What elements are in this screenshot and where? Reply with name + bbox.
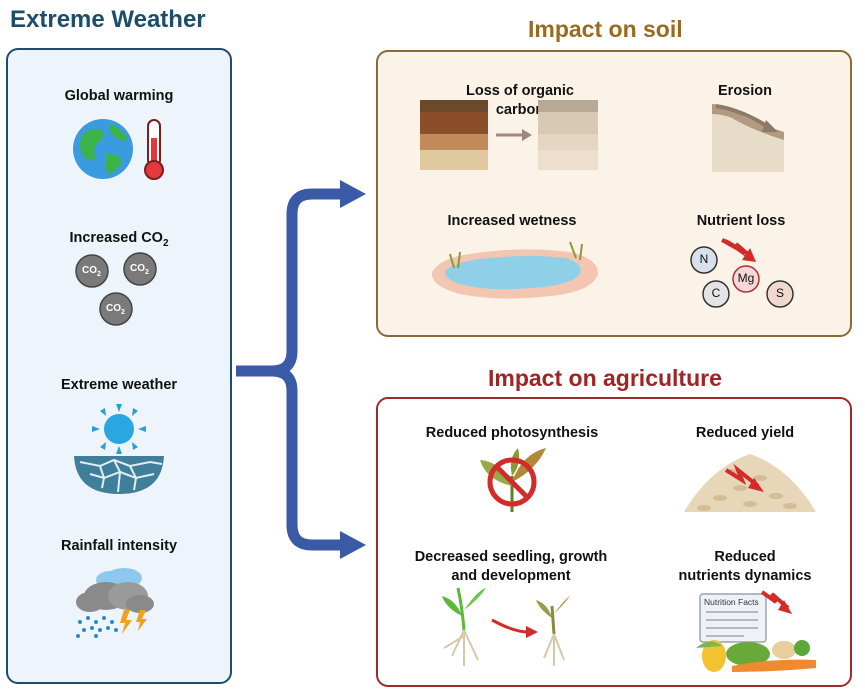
wet-soil-pond-icon bbox=[431, 241, 598, 299]
grain-pile-icon bbox=[684, 454, 816, 512]
soil-panel-title: Impact on soil bbox=[528, 16, 683, 42]
co2-molecules-icon bbox=[75, 252, 157, 326]
nutrient-mg: Mg bbox=[737, 271, 755, 285]
nutrient-c: C bbox=[711, 286, 721, 300]
rainfall-intensity-label: Rainfall intensity bbox=[60, 538, 178, 554]
globe-thermometer-icon bbox=[73, 119, 164, 180]
sun-cracked-earth-icon bbox=[74, 404, 164, 494]
seedling-icon bbox=[442, 587, 570, 666]
reduced-photosynthesis-label: Reduced photosynthesis bbox=[425, 425, 599, 441]
nutrition-facts-text: Nutrition Facts bbox=[704, 597, 759, 607]
loss-organic-carbon-label: Loss of organic carbon bbox=[466, 83, 574, 118]
increased-co2-label: Increased CO2 bbox=[69, 230, 169, 249]
co2-bubble-3: CO2 bbox=[106, 303, 125, 316]
global-warming-label: Global warming bbox=[64, 88, 174, 104]
reduced-yield-label: Reduced yield bbox=[695, 425, 795, 441]
nutrient-bubbles-icon bbox=[690, 238, 794, 308]
co2-bubble-2: CO2 bbox=[130, 263, 149, 276]
rain-storm-cloud-icon bbox=[76, 568, 154, 638]
no-leaf-icon bbox=[480, 448, 546, 512]
agriculture-impact-panel bbox=[376, 397, 852, 687]
nutrition-vegetables-icon bbox=[696, 590, 816, 672]
nutrient-loss-label: Nutrient loss bbox=[696, 213, 786, 229]
increased-wetness-label: Increased wetness bbox=[447, 213, 577, 229]
soil-layers-icon bbox=[420, 100, 598, 170]
left-panel-title: Extreme Weather bbox=[10, 6, 206, 33]
extreme-weather-label: Extreme weather bbox=[60, 377, 178, 393]
nutrient-s: S bbox=[775, 286, 784, 300]
erosion-icon bbox=[712, 104, 784, 172]
decreased-seedling-label: Decreased seedling, growth and developme… bbox=[414, 549, 608, 584]
co2-bubble-1: CO2 bbox=[82, 265, 101, 278]
erosion-label: Erosion bbox=[718, 83, 772, 99]
agri-panel-title: Impact on agriculture bbox=[488, 365, 722, 391]
nutrient-n: N bbox=[699, 252, 709, 266]
reduced-nutrients-dynamics-label: Reduced nutrients dynamics bbox=[678, 549, 812, 584]
